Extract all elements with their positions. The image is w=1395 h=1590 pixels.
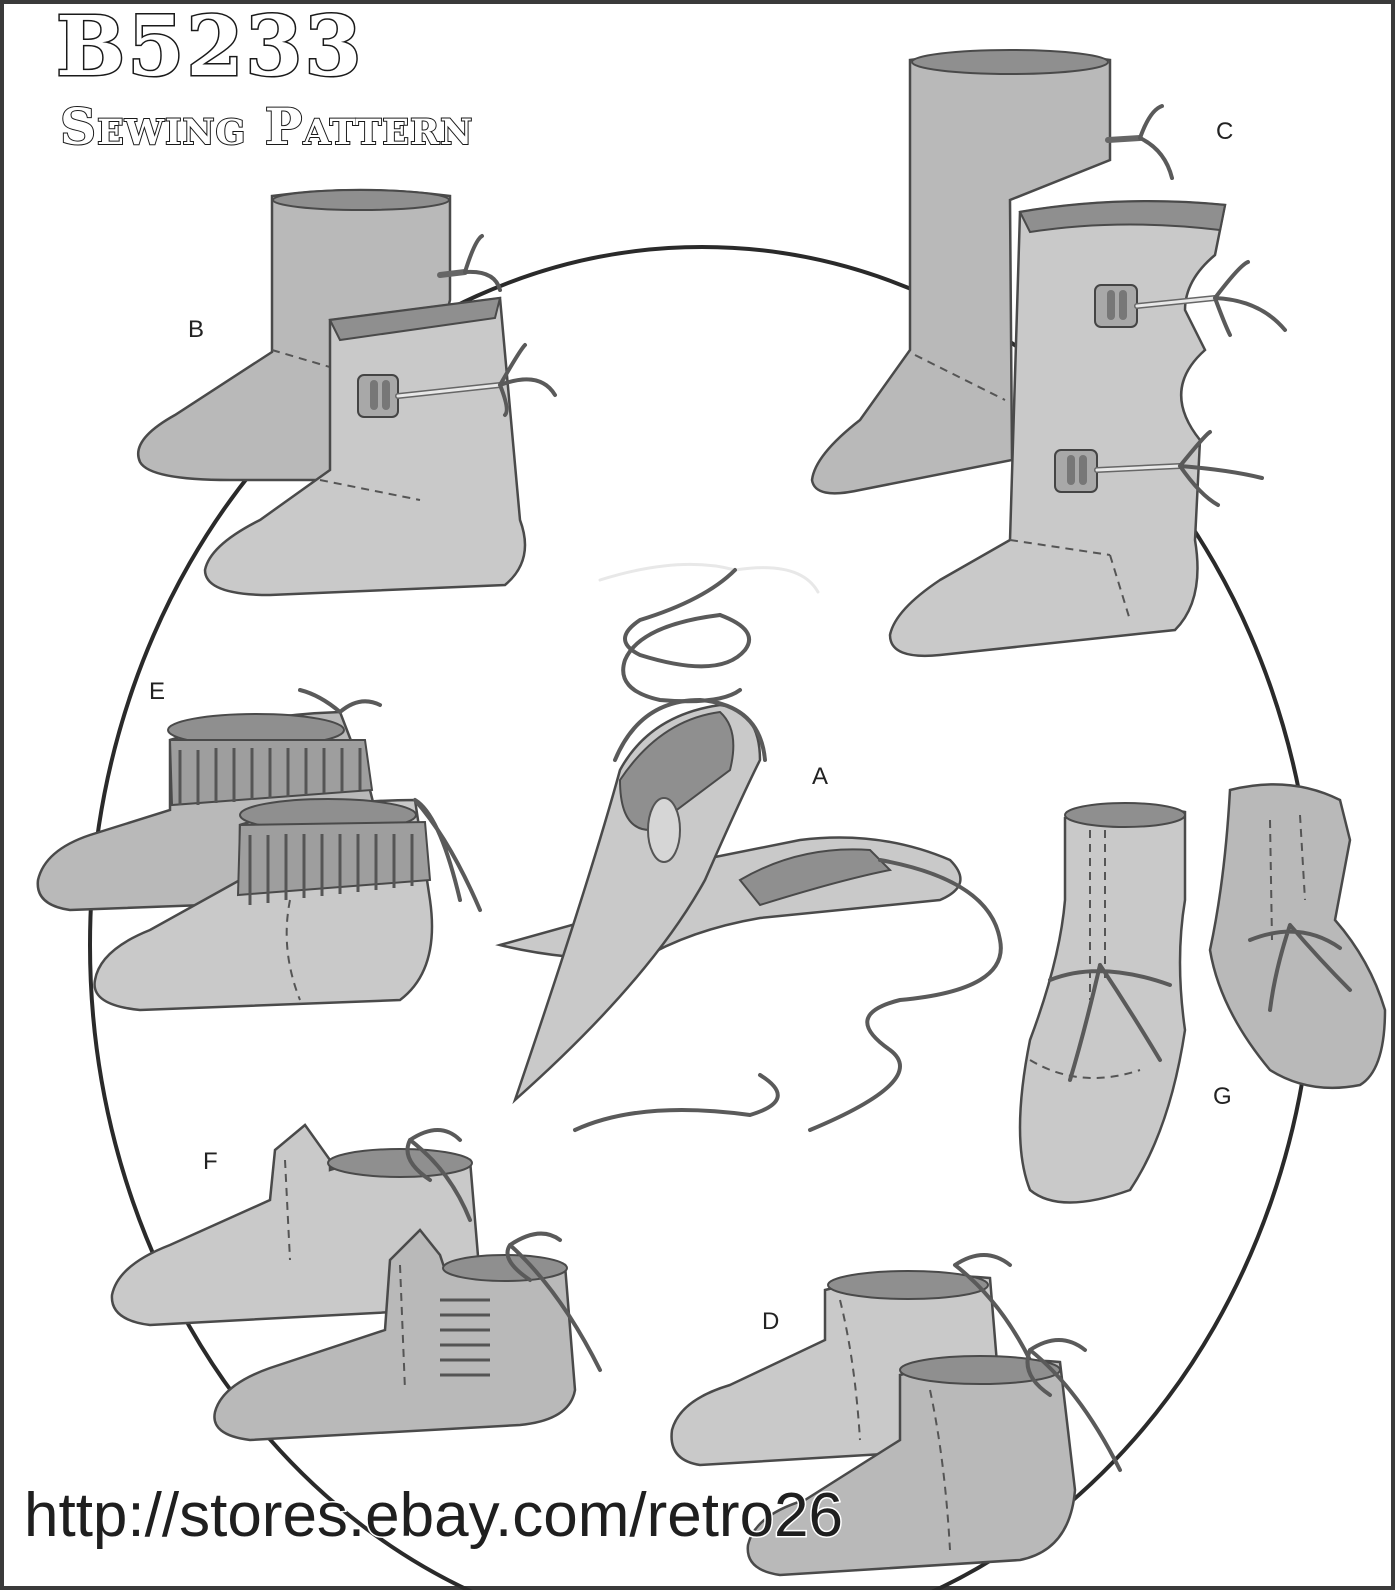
view-label-b: B <box>188 316 205 343</box>
view-f-boots <box>110 1123 602 1442</box>
view-label-d: D <box>762 1308 780 1335</box>
view-label-f: F <box>203 1148 218 1175</box>
view-a-shoes <box>495 562 1003 1132</box>
view-label-c: C <box>1216 118 1234 145</box>
view-label-a: A <box>812 763 829 790</box>
view-e-moccasins <box>36 688 482 1012</box>
view-c-boots <box>810 49 1287 657</box>
pattern-code-title: B5233 <box>55 0 364 95</box>
view-d-boots <box>670 1253 1122 1577</box>
view-label-e: E <box>149 678 166 705</box>
view-label-g: G <box>1213 1083 1232 1110</box>
pattern-subtitle: Sewing Pattern <box>59 97 474 156</box>
view-b-boots <box>137 188 557 597</box>
view-g-boots <box>1018 783 1387 1204</box>
store-url: http://stores.ebay.com/retro26 <box>22 1481 844 1550</box>
